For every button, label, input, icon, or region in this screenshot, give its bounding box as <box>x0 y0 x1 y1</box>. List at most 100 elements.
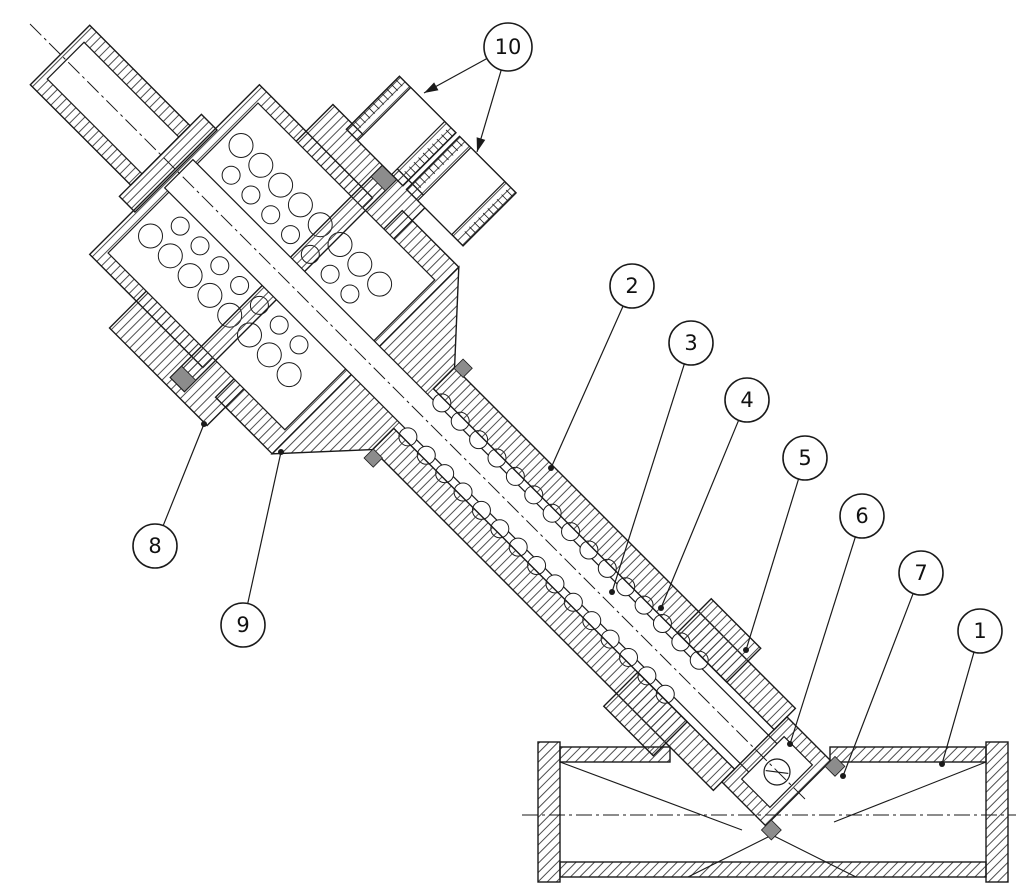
spring-coil <box>287 192 313 218</box>
leader-arrow <box>424 82 439 93</box>
callout-2: 2 <box>548 263 655 471</box>
plug-pin-slot <box>765 770 789 774</box>
thread-tick <box>501 194 509 202</box>
callout-7: 7 <box>840 550 944 779</box>
thread-tick <box>422 152 430 160</box>
seat-seal-upper <box>824 755 846 777</box>
thread-tick <box>496 198 504 206</box>
leader-line <box>162 423 205 526</box>
spring-coil <box>320 264 340 284</box>
spring-coil <box>241 185 261 205</box>
spring-coil <box>210 256 230 276</box>
leader-dot <box>840 773 846 779</box>
thread-tick <box>404 171 412 178</box>
valve-stem <box>163 158 785 780</box>
spring-coil <box>230 276 250 296</box>
callout-balloon <box>668 320 714 366</box>
callout-6: 6 <box>787 493 885 747</box>
callout-1: 1 <box>939 608 1003 767</box>
leader-dot <box>939 761 945 767</box>
spring-coil <box>190 236 210 256</box>
thread-tick <box>473 221 481 229</box>
leader-line <box>660 420 740 609</box>
thread-tick <box>482 212 490 220</box>
pipe-body <box>537 741 1009 883</box>
spring-coil <box>138 223 164 249</box>
thread-tick <box>354 120 362 128</box>
callout-balloon <box>220 602 266 648</box>
valve-axis-centerline <box>29 23 807 801</box>
spring-coil <box>228 133 254 159</box>
thread-tick <box>455 139 463 147</box>
spring-coil <box>170 216 190 236</box>
thread-tick <box>445 129 453 137</box>
leader-dot <box>278 449 284 455</box>
leader-line <box>247 451 282 604</box>
spring-coil <box>177 263 203 289</box>
thread-tick <box>409 166 416 174</box>
cap-collar <box>118 113 218 213</box>
thread-tick <box>390 84 398 91</box>
valve-assembly <box>29 24 846 841</box>
thread-tick <box>427 148 435 155</box>
seat-nut-lower <box>602 671 689 757</box>
actuator-spring-coils <box>138 133 393 388</box>
leader-dot <box>658 605 664 611</box>
thread-tick <box>469 226 477 234</box>
thread-tick <box>505 189 513 197</box>
leader-dot <box>201 421 207 427</box>
spring-coil <box>157 243 183 269</box>
thread-tick <box>368 107 375 114</box>
callout-balloon <box>839 493 885 539</box>
callout-balloon <box>483 22 533 72</box>
pilot-port-2-bore <box>416 146 506 236</box>
pipe-wall-bottom <box>559 861 987 878</box>
callout-number: 3 <box>684 331 697 355</box>
pilot-port-1-bore <box>356 86 446 176</box>
callout-number: 10 <box>495 35 522 59</box>
spring-coil <box>347 251 373 277</box>
callout-balloon <box>782 435 828 481</box>
pipe-wall-top-right <box>829 746 987 763</box>
thread-tick <box>414 180 422 188</box>
seat-nut-upper <box>676 597 762 684</box>
thread-tick <box>436 138 444 146</box>
leader-line <box>550 305 624 469</box>
thread-tick <box>358 116 366 124</box>
callout-number: 5 <box>798 446 811 470</box>
callout-4: 4 <box>658 377 770 611</box>
callout-number: 4 <box>740 388 753 412</box>
leader-dot <box>548 465 554 471</box>
callout-balloon <box>609 263 655 309</box>
thread-tick <box>446 148 454 156</box>
leader-dot <box>609 589 615 595</box>
seat-seal-lower <box>760 819 782 841</box>
callout-balloon <box>957 608 1003 654</box>
callout-number: 1 <box>973 619 986 643</box>
callout-balloon <box>898 550 944 596</box>
callout-balloon <box>724 377 770 423</box>
pipe-end-left <box>537 741 561 883</box>
thread-tick <box>432 162 440 170</box>
leader-line <box>476 69 502 153</box>
spring-coil <box>268 172 294 198</box>
thread-tick <box>441 134 449 142</box>
callout-number: 7 <box>914 561 927 585</box>
thread-tick <box>432 143 439 151</box>
thread-tick <box>395 79 403 87</box>
thread-tick <box>428 167 436 175</box>
leader-line <box>789 536 856 745</box>
thread-tick <box>413 161 421 169</box>
bonnet-seal-upper <box>453 358 473 379</box>
spring-coil <box>261 205 281 225</box>
thread-tick <box>492 203 500 211</box>
leader-line <box>611 363 685 593</box>
thread-tick <box>478 217 486 225</box>
thread-tick <box>464 231 472 239</box>
callout-10: 10 <box>423 22 533 153</box>
leader-line <box>745 478 800 651</box>
thread-tick <box>441 153 449 161</box>
callout-8: 8 <box>132 421 207 569</box>
